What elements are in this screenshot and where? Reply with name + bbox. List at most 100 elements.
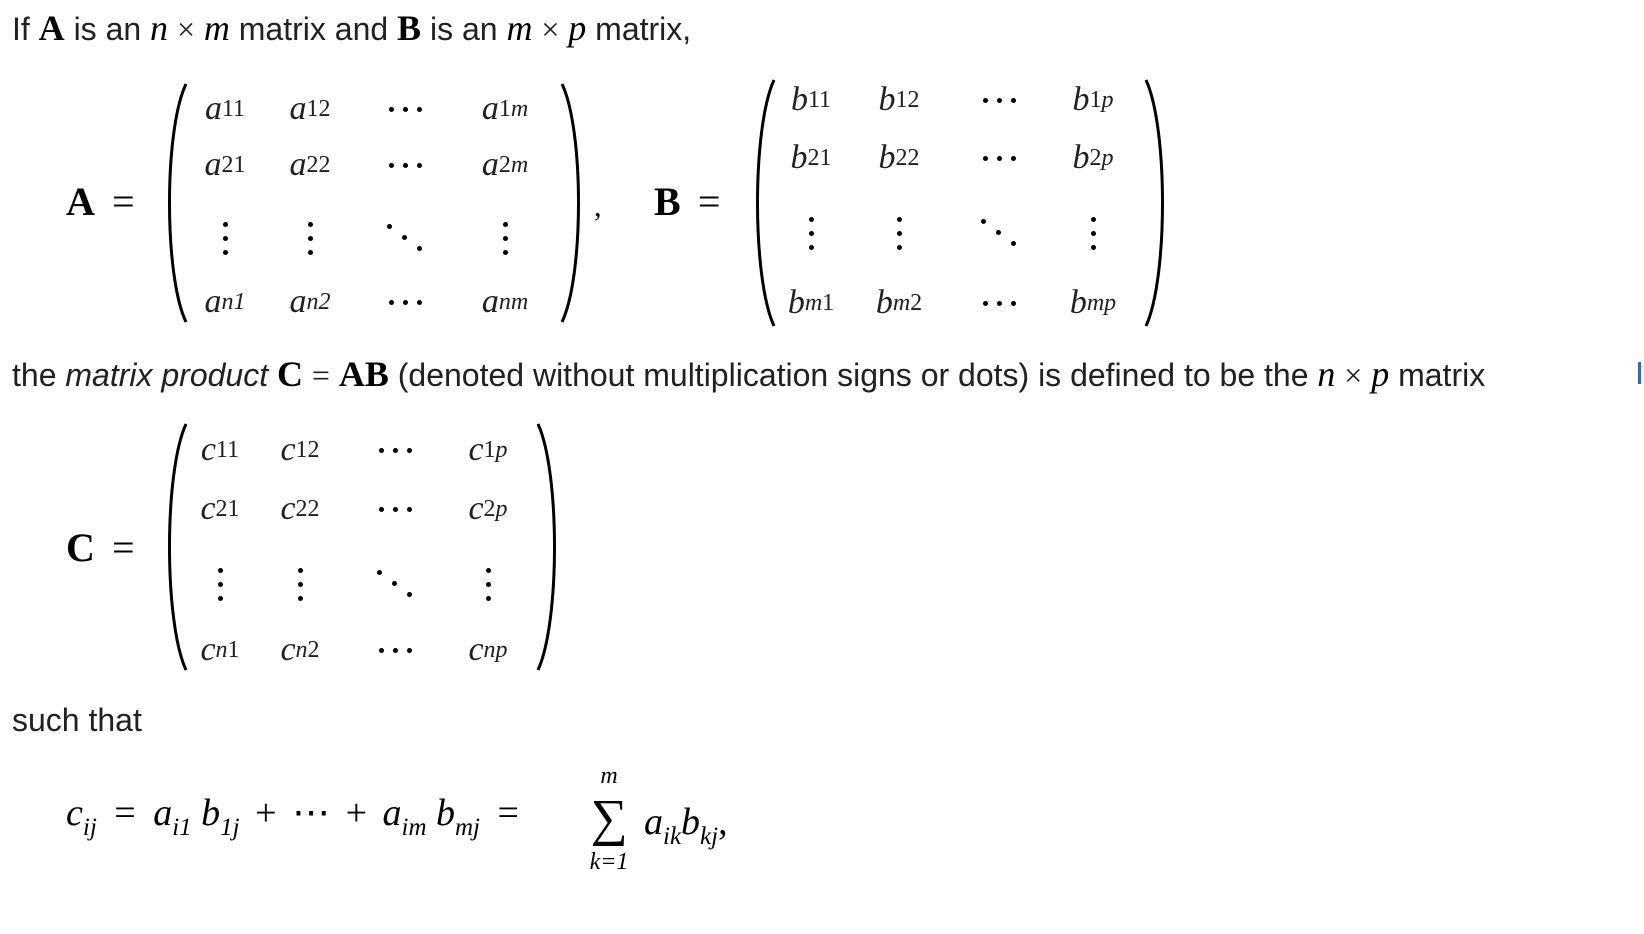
horizontal-dots: [350, 478, 440, 540]
formula-equals: =: [114, 792, 136, 834]
vertical-dots: [190, 196, 260, 280]
symbol-n: n: [150, 8, 169, 48]
horizontal-dots: [360, 134, 450, 196]
diagonal-dots: [360, 196, 450, 280]
product-formula: cij = ai1 b1j + ⋯ + aim bmj =: [66, 790, 519, 842]
product-definition-text: (denoted without multiplication signs or…: [397, 357, 1309, 393]
summation: m ∑ k=1: [578, 762, 640, 876]
vertical-dots: [450, 196, 560, 280]
horizontal-dots: [360, 84, 450, 134]
formula-c: c: [66, 792, 83, 834]
right-paren-A: [560, 83, 580, 323]
horizontal-dots: [360, 280, 450, 324]
horizontal-dots: [350, 628, 440, 672]
equals-sign-product: =: [311, 357, 330, 393]
times-sign: ×: [176, 11, 195, 47]
intro-is-an: is an: [73, 11, 142, 47]
comma-after-A: ,: [594, 190, 602, 223]
symbol-m: m: [203, 8, 230, 48]
left-paren-C: [168, 423, 188, 671]
symbol-AB: AB: [338, 354, 389, 394]
symbol-m-2: m: [506, 8, 533, 48]
vertical-dots: [260, 196, 360, 280]
intro-matrix-and: matrix and: [238, 11, 389, 47]
horizontal-dots: [954, 126, 1044, 190]
left-paren-B: [756, 79, 776, 327]
formula-b-kj-sub: kj: [700, 823, 719, 850]
symbol-n-product: n: [1317, 354, 1336, 394]
vertical-dots: [250, 540, 350, 628]
vertical-dots: [778, 190, 844, 276]
matrix-B-lhs: B =: [654, 178, 720, 225]
formula-summand: aikbkj,: [644, 800, 728, 851]
formula-a-ik: a: [644, 801, 663, 843]
left-paren-A: [168, 83, 188, 323]
times-sign-2: ×: [541, 11, 560, 47]
right-paren-C: [536, 423, 556, 671]
formula-b-kj: b: [681, 801, 701, 843]
intro-matrix-end: matrix,: [595, 11, 692, 47]
intro-is-an-2: is an: [429, 11, 498, 47]
formula-b-sub: 1j: [220, 814, 240, 841]
formula-c-sub: ij: [82, 814, 97, 841]
symbol-p-product: p: [1371, 354, 1390, 394]
sigma-icon: ∑: [590, 790, 628, 847]
word-matrix: matrix: [1398, 357, 1486, 393]
formula-a: a: [153, 792, 173, 834]
formula-comma: ,: [718, 801, 728, 843]
formula-a-im: a: [382, 792, 402, 834]
matrix-C-label: C: [66, 525, 95, 570]
horizontal-dots: [954, 276, 1044, 330]
formula-b: b: [201, 792, 221, 834]
formula-b-mj-sub: mj: [455, 814, 480, 841]
citation-marker[interactable]: [1638, 362, 1641, 384]
symbol-B: B: [397, 8, 422, 48]
formula-dots: ⋯: [292, 792, 331, 834]
formula-a-sub: i1: [172, 814, 192, 841]
formula-b-mj: b: [436, 792, 455, 834]
symbol-p: p: [568, 8, 587, 48]
right-paren-B: [1144, 79, 1164, 327]
vertical-dots: [190, 540, 250, 628]
word-the: the: [12, 357, 57, 393]
vertical-dots: [440, 540, 536, 628]
product-sentence: the matrix product C = AB (denoted witho…: [12, 354, 1485, 395]
equals-sign: =: [112, 179, 135, 224]
equals-sign-C: =: [112, 525, 135, 570]
matrix-B-label: B: [654, 179, 681, 224]
symbol-C: C: [277, 354, 303, 394]
equals-sign-B: =: [697, 179, 721, 224]
diagonal-dots: [954, 190, 1044, 276]
times-sign-product: ×: [1344, 357, 1363, 393]
sum-lower-limit: k=1: [589, 849, 629, 875]
such-that-text: such that: [12, 702, 142, 738]
formula-plus-2: +: [345, 792, 367, 834]
formula-equals-2: =: [497, 792, 519, 834]
formula-plus: +: [255, 792, 277, 834]
diagonal-dots: [350, 540, 440, 628]
term-matrix-product: matrix product: [65, 357, 269, 393]
